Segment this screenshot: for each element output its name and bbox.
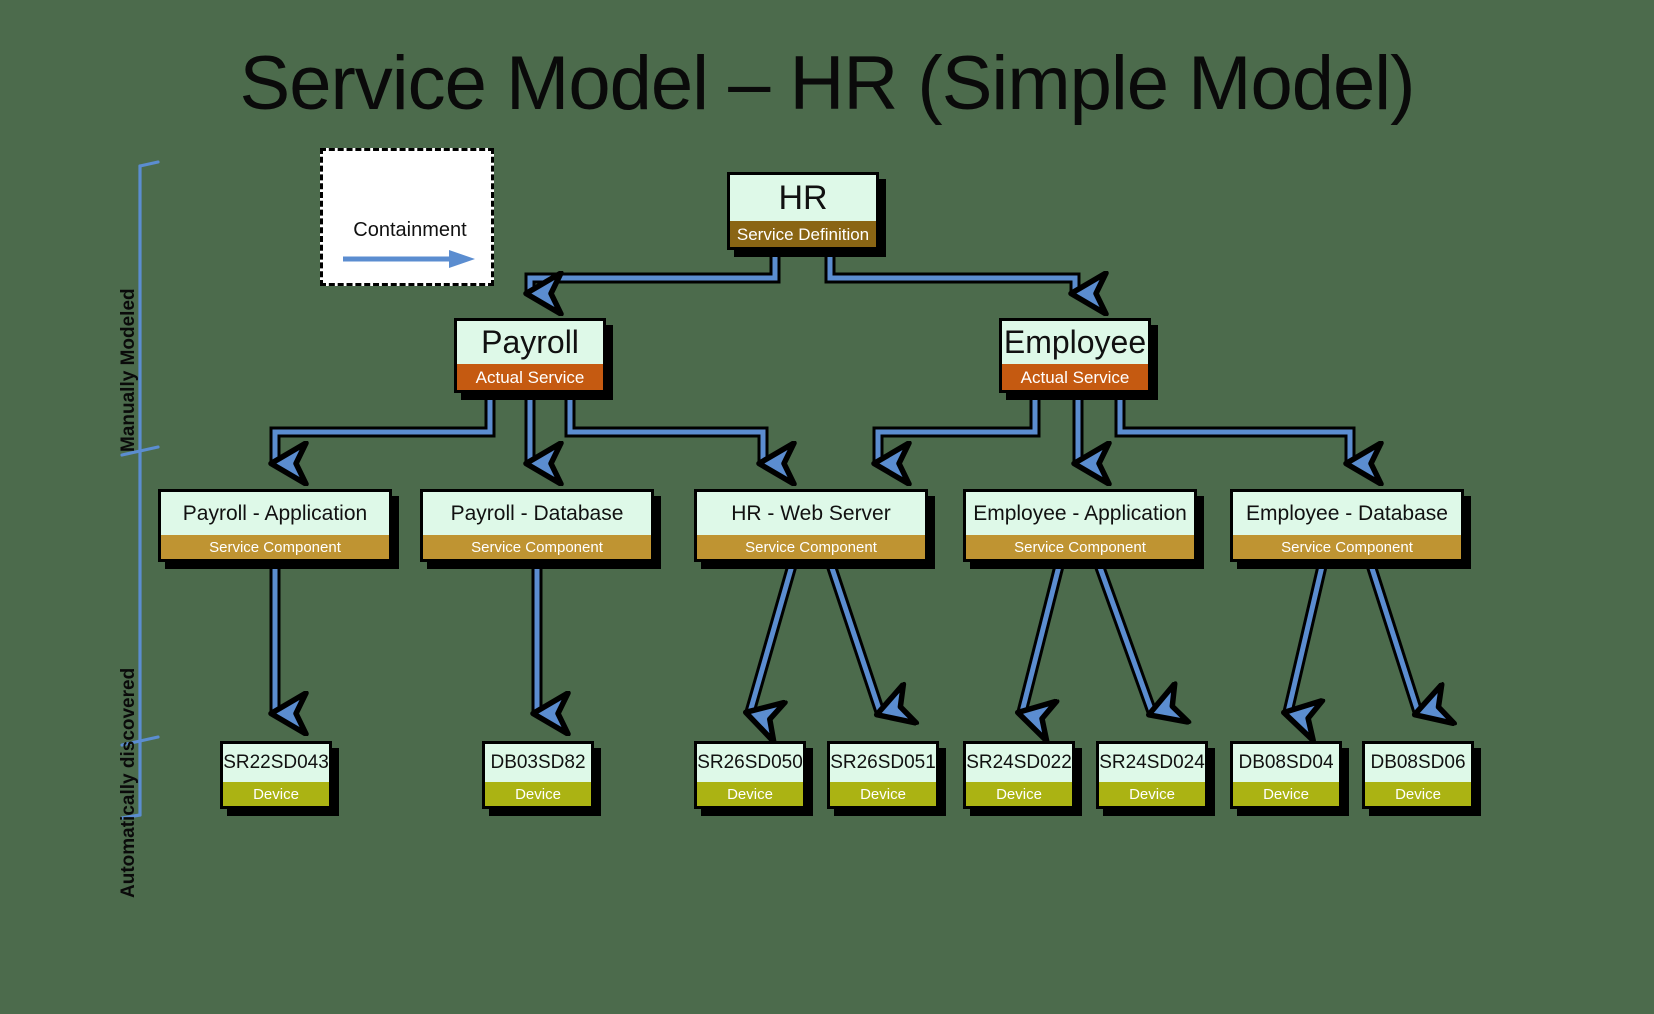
- node-type-band: Device: [1233, 782, 1339, 806]
- node-title: DB03SD82: [485, 744, 591, 782]
- node-title: SR24SD024: [1099, 744, 1205, 782]
- node-title: Payroll: [457, 321, 603, 364]
- legend-box: Containment: [320, 148, 494, 286]
- node-device-sr26sd051[interactable]: SR26SD051 Device: [827, 741, 939, 809]
- node-payroll-application[interactable]: Payroll - Application Service Component: [158, 489, 392, 562]
- node-title: Payroll - Application: [161, 492, 389, 535]
- node-hr[interactable]: HR Service Definition: [727, 172, 879, 250]
- node-employee-application[interactable]: Employee - Application Service Component: [963, 489, 1197, 562]
- node-type-band: Device: [1365, 782, 1471, 806]
- node-employee[interactable]: Employee Actual Service: [999, 318, 1151, 393]
- node-device-sr24sd024[interactable]: SR24SD024 Device: [1096, 741, 1208, 809]
- node-type-band: Service Component: [697, 535, 925, 559]
- node-type-band: Service Component: [1233, 535, 1461, 559]
- node-title: Employee - Database: [1233, 492, 1461, 535]
- node-type-band: Device: [966, 782, 1072, 806]
- node-type-band: Service Component: [966, 535, 1194, 559]
- page-title: Service Model – HR (Simple Model): [239, 41, 1416, 126]
- node-type-band: Device: [223, 782, 329, 806]
- node-type-band: Service Component: [423, 535, 651, 559]
- node-device-db08sd04[interactable]: DB08SD04 Device: [1230, 741, 1342, 809]
- node-title: SR26SD051: [830, 744, 936, 782]
- node-type-band: Device: [697, 782, 803, 806]
- node-type-band: Device: [485, 782, 591, 806]
- node-payroll-database[interactable]: Payroll - Database Service Component: [420, 489, 654, 562]
- node-hr-web-server[interactable]: HR - Web Server Service Component: [694, 489, 928, 562]
- node-title: SR22SD043: [223, 744, 329, 782]
- node-title: SR24SD022: [966, 744, 1072, 782]
- node-type-band: Device: [830, 782, 936, 806]
- node-title: DB08SD06: [1365, 744, 1471, 782]
- node-type-band: Service Definition: [730, 221, 876, 247]
- node-title: Payroll - Database: [423, 492, 651, 535]
- right-arrow-icon: [343, 250, 475, 268]
- node-title: Employee - Application: [966, 492, 1194, 535]
- node-title: HR: [730, 175, 876, 221]
- node-type-band: Actual Service: [457, 364, 603, 390]
- legend-label: Containment: [353, 219, 467, 241]
- node-payroll[interactable]: Payroll Actual Service: [454, 318, 606, 393]
- side-label-manually-modeled: Manually Modeled: [118, 288, 139, 452]
- node-device-db03sd82[interactable]: DB03SD82 Device: [482, 741, 594, 809]
- node-title: SR26SD050: [697, 744, 803, 782]
- node-title: Employee: [1002, 321, 1148, 364]
- node-title: HR - Web Server: [697, 492, 925, 535]
- node-type-band: Service Component: [161, 535, 389, 559]
- node-title: DB08SD04: [1233, 744, 1339, 782]
- node-device-sr22sd043[interactable]: SR22SD043 Device: [220, 741, 332, 809]
- node-type-band: Device: [1099, 782, 1205, 806]
- node-type-band: Actual Service: [1002, 364, 1148, 390]
- node-device-sr26sd050[interactable]: SR26SD050 Device: [694, 741, 806, 809]
- side-label-automatically-discovered: Automatically discovered: [118, 667, 139, 898]
- node-device-db08sd06[interactable]: DB08SD06 Device: [1362, 741, 1474, 809]
- node-employee-database[interactable]: Employee - Database Service Component: [1230, 489, 1464, 562]
- node-device-sr24sd022[interactable]: SR24SD022 Device: [963, 741, 1075, 809]
